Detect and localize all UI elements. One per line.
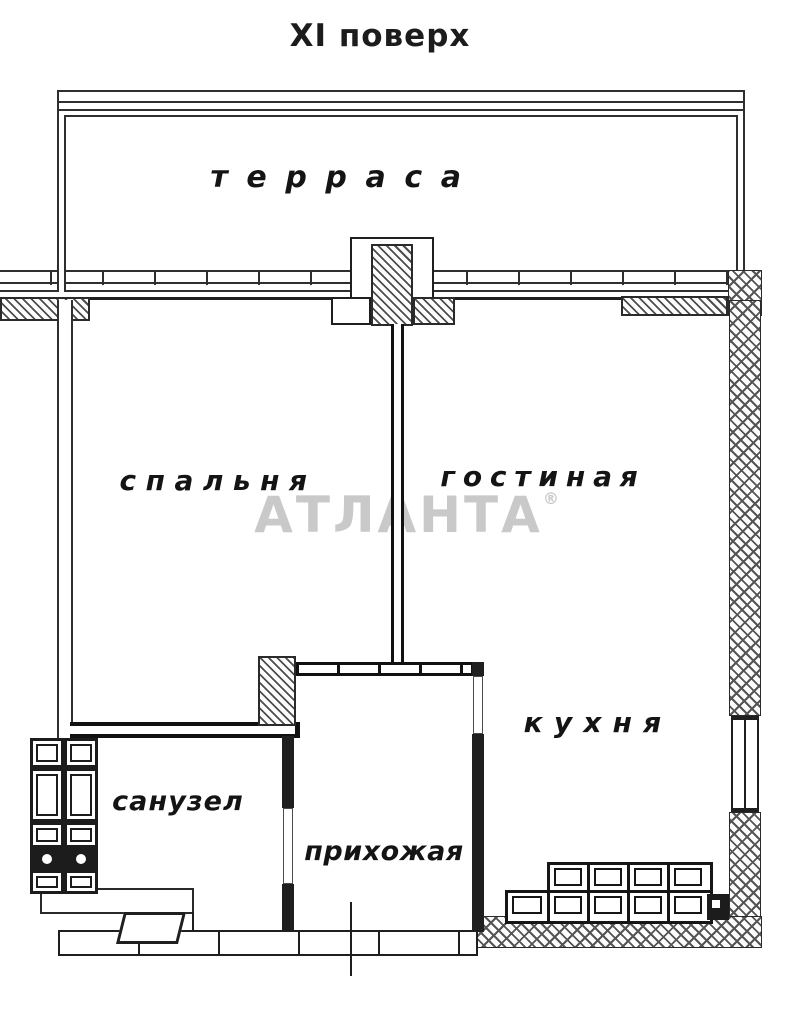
- railing-inner-line-1: [59, 101, 743, 103]
- hallway-right-wall: [472, 734, 484, 932]
- bedroom-left-wall: [57, 300, 73, 740]
- hallway-top-wall: [296, 662, 474, 676]
- kitchen-block: [505, 890, 553, 924]
- vent-cell: [30, 870, 64, 894]
- floor-title: XI поверх: [289, 18, 471, 54]
- kitchen-block: [587, 890, 633, 924]
- vent-cell: [30, 768, 64, 822]
- terrace-railing-right: [736, 115, 745, 292]
- pillar-core: [371, 244, 413, 326]
- bedroom-living-partition: [391, 324, 404, 666]
- entrance-axis-line: [350, 902, 352, 976]
- label-kitchen: кухня: [523, 706, 673, 739]
- bathroom-step-pad: [116, 912, 186, 944]
- bathroom-top-wall: [70, 722, 300, 738]
- terrace-railing-left: [57, 115, 66, 292]
- vent-shaft: [30, 738, 98, 894]
- railing-inner-line-2: [59, 109, 743, 111]
- vent-cell: [64, 768, 98, 822]
- hallway-right-wall-corner: [472, 662, 484, 676]
- vent-cell: [30, 738, 64, 768]
- hallway-door-opening: [473, 676, 483, 734]
- label-terrace: терраса: [210, 160, 480, 195]
- label-bathroom: санузел: [112, 786, 244, 817]
- label-living-room: гостиная: [440, 460, 646, 493]
- kitchen-block-end: [707, 894, 729, 920]
- hallway-left-wall-lower: [282, 884, 294, 932]
- kitchen-block: [667, 890, 713, 924]
- pillar-block-right: [413, 297, 455, 325]
- vent-cell-dark: [30, 848, 64, 870]
- kitchen-block: [547, 890, 593, 924]
- registered-mark: ®: [542, 489, 562, 508]
- kitchen-block: [627, 890, 673, 924]
- vent-cell: [30, 822, 64, 848]
- bathroom-door-opening: [283, 808, 293, 884]
- wall-hatch-right: [621, 296, 728, 316]
- label-hallway: прихожая: [304, 836, 464, 867]
- right-wall-upper: [729, 300, 761, 716]
- vent-cell: [64, 870, 98, 894]
- terrace-railing-top: [57, 90, 745, 117]
- hallway-corner-column: [258, 656, 296, 726]
- bathroom-step-connector: [192, 912, 194, 932]
- kitchen-window: [731, 716, 759, 812]
- vent-cell: [64, 738, 98, 768]
- hallway-left-wall-upper: [282, 736, 294, 808]
- wall-hatch-left: [0, 297, 90, 321]
- vent-cell: [64, 822, 98, 848]
- label-bedroom: спальня: [119, 464, 317, 497]
- vent-cell-dark: [64, 848, 98, 870]
- pillar-block-left: [331, 297, 371, 325]
